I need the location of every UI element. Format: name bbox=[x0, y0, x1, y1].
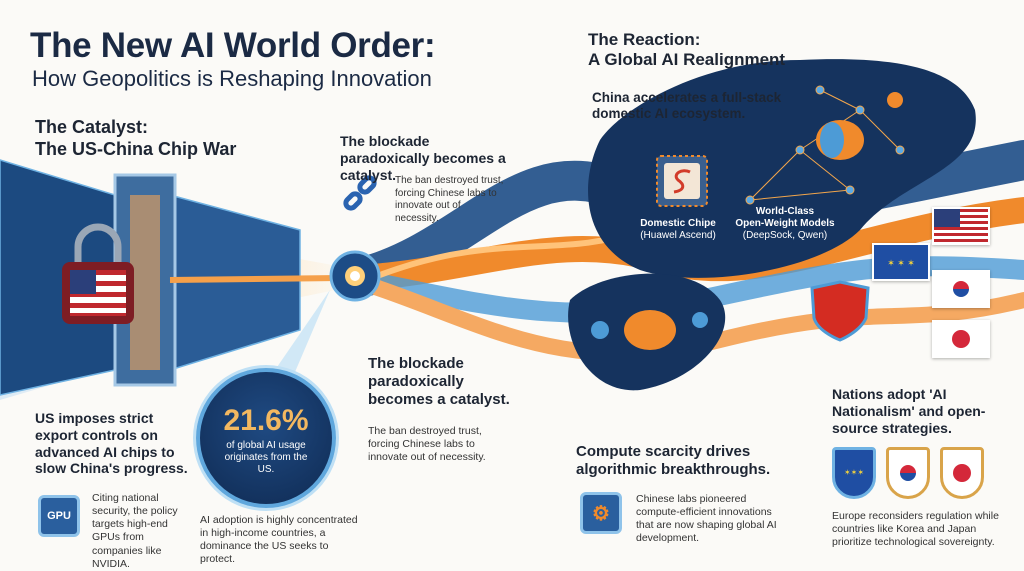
circuit-wall bbox=[0, 159, 301, 396]
brain-icon bbox=[816, 120, 864, 160]
page-subtitle: How Geopolitics is Reshaping Innovation bbox=[32, 66, 432, 91]
stat-caption: of global AI usage originates from the U… bbox=[224, 440, 308, 475]
china-shield-icon bbox=[810, 280, 870, 342]
eu-flag-icon: ✶ ✶ ✶ bbox=[872, 243, 930, 281]
blockade-heading-mid: The blockade paradoxically becomes a cat… bbox=[368, 355, 510, 408]
gpu-icon: GPU bbox=[38, 495, 80, 537]
gear-icon bbox=[591, 312, 708, 339]
nation-shields: ✶✶✶ bbox=[832, 447, 984, 499]
nations-body: Europe reconsiders regulation while coun… bbox=[832, 510, 999, 549]
page-title: The New AI World Order: bbox=[30, 26, 436, 65]
broken-chain-icon bbox=[343, 175, 377, 211]
stat-value: 21.6% bbox=[223, 404, 309, 437]
catalyst-orb bbox=[329, 250, 381, 302]
eu-shield-icon: ✶✶✶ bbox=[832, 447, 876, 499]
japan-shield-icon bbox=[940, 447, 984, 499]
domestic-chips-label: Domestic Chipe(Huawel Ascend) bbox=[640, 218, 716, 241]
us-flag-icon bbox=[932, 207, 990, 245]
reaction-heading: The Reaction:A Global AI Realignment bbox=[588, 30, 786, 70]
blockade-heading-top: The blockade paradoxically becomes a cat… bbox=[340, 133, 506, 183]
gear-icon bbox=[887, 92, 903, 108]
compute-body: Chinese labs pioneered compute-efficient… bbox=[636, 493, 777, 545]
nations-heading: Nations adopt 'AI Nationalism' and open-… bbox=[832, 386, 986, 436]
compute-heading: Compute scarcity drives algorithmic brea… bbox=[576, 443, 771, 478]
china-statement: China accelerates a full-stack domestic … bbox=[592, 90, 782, 122]
brain-icon bbox=[624, 310, 676, 350]
adoption-note: AI adoption is highly concentrated in hi… bbox=[200, 514, 358, 566]
gpu-note: Citing national security, the policy tar… bbox=[92, 492, 178, 570]
padlock-icon bbox=[62, 223, 134, 324]
blockade-body-top: The ban destroyed trust, forcing Chinese… bbox=[395, 175, 504, 224]
korea-shield-icon bbox=[886, 447, 930, 499]
domestic-chip-icon bbox=[656, 155, 708, 207]
japan-flag-icon bbox=[932, 320, 990, 358]
blockade-body-mid: The ban destroyed trust, forcing Chinese… bbox=[368, 425, 486, 464]
gear-chip-icon: ⚙ bbox=[580, 492, 622, 534]
background-illustration bbox=[0, 59, 1024, 400]
usage-stat-circle: 21.6% of global AI usage originates from… bbox=[196, 368, 336, 508]
export-controls-statement: US imposes strict export controls on adv… bbox=[35, 410, 188, 477]
korea-flag-icon bbox=[932, 270, 990, 308]
catalyst-heading: The Catalyst:The US-China Chip War bbox=[35, 117, 237, 159]
